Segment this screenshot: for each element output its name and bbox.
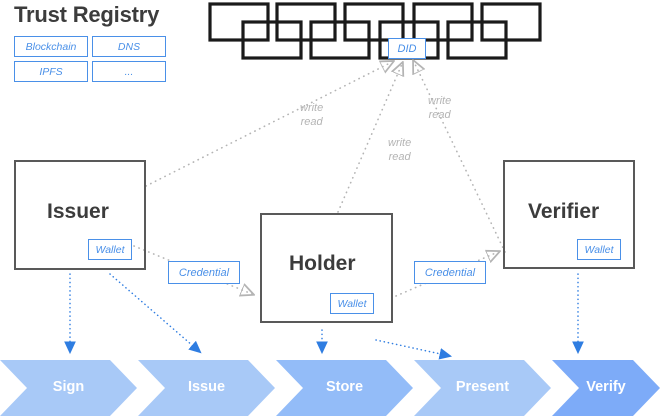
- annotation-write-read-verifier: write read: [428, 94, 451, 122]
- flow-label-present: Present: [455, 379, 510, 395]
- connector-holder-to-did: [337, 64, 402, 213]
- flow-arrow-present: [375, 339, 453, 360]
- annotation-write: write: [388, 137, 412, 149]
- annotation-read: read: [428, 109, 451, 121]
- flow-label-store: Store: [325, 379, 364, 395]
- actor-label-holder: Holder: [289, 252, 356, 275]
- flow-chevron-issue[interactable]: [138, 360, 275, 416]
- trust-registry-chip-blockchain[interactable]: Blockchain: [14, 36, 88, 57]
- flow-chevron-present[interactable]: [414, 360, 551, 416]
- annotation-write-read-issuer: write read: [300, 101, 323, 129]
- flow-chevron-store[interactable]: [276, 360, 413, 416]
- wallet-badge-issuer[interactable]: Wallet: [88, 239, 132, 260]
- actor-label-verifier: Verifier: [528, 200, 600, 223]
- flow-label-sign: Sign: [52, 379, 85, 395]
- flow-label-issue: Issue: [187, 379, 226, 395]
- wallet-badge-holder[interactable]: Wallet: [330, 293, 374, 314]
- actor-box-issuer[interactable]: [14, 160, 146, 270]
- wallet-badge-verifier[interactable]: Wallet: [577, 239, 621, 260]
- flow-chevron-verify[interactable]: [552, 360, 660, 416]
- credential-badge-presented[interactable]: Credential: [414, 261, 486, 284]
- connector-verifier-to-did: [414, 62, 506, 253]
- flow-chevron-sign[interactable]: [0, 360, 137, 416]
- annotation-write: write: [428, 95, 452, 107]
- trust-registry-chip-more[interactable]: ...: [92, 61, 166, 82]
- flow-step-shapes: [0, 360, 660, 416]
- annotation-write-read-holder: write read: [388, 136, 411, 164]
- connector-issuer-to-did: [145, 62, 392, 187]
- flow-arrow-issue: [109, 273, 202, 354]
- annotation-read: read: [388, 151, 411, 163]
- annotation-write: write: [300, 102, 324, 114]
- annotation-read: read: [300, 116, 323, 128]
- actor-label-issuer: Issuer: [47, 200, 109, 223]
- trust-registry-chip-ipfs[interactable]: IPFS: [14, 61, 88, 82]
- actor-box-verifier[interactable]: [503, 160, 635, 269]
- did-badge[interactable]: DID: [388, 38, 426, 59]
- trust-registry-chip-dns[interactable]: DNS: [92, 36, 166, 57]
- page-title: Trust Registry: [14, 2, 160, 27]
- credential-badge-issued[interactable]: Credential: [168, 261, 240, 284]
- flow-label-verify: Verify: [586, 379, 626, 395]
- actor-box-holder[interactable]: [260, 213, 393, 323]
